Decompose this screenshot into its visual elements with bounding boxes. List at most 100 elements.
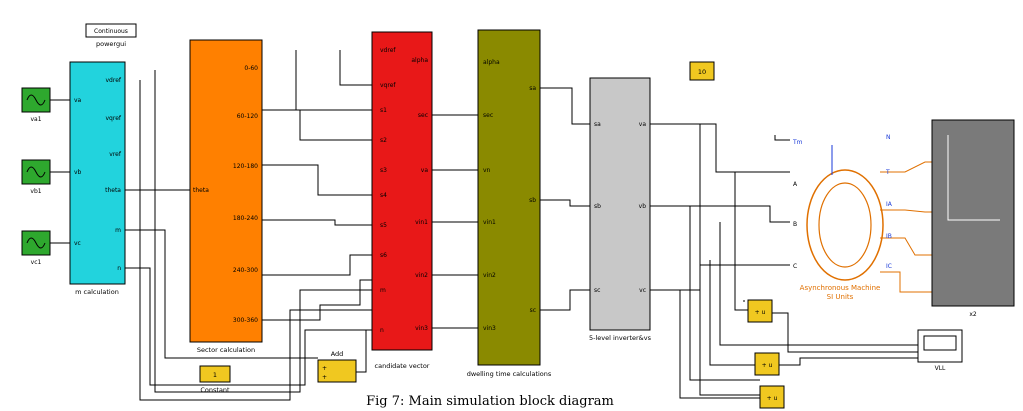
machine-output-wires: [880, 161, 932, 293]
sine-wave-icon: [26, 94, 46, 106]
candidate-vector-block[interactable]: vdref vqref s1 s2 s3 s4 s5 s6 m n alpha …: [371, 31, 433, 370]
port-label: vb: [639, 203, 647, 210]
port-label: IB: [886, 233, 892, 240]
powergui-block[interactable]: Continuous powergui: [85, 23, 137, 48]
text-label: + u: [762, 362, 773, 369]
port-label: sb: [594, 203, 601, 210]
block-label: Sector calculation: [197, 346, 255, 354]
port-label: s3: [380, 167, 387, 174]
port-label: m: [115, 227, 121, 234]
add-label: Add: [331, 350, 344, 358]
port-label: vc: [74, 240, 81, 247]
port-label: m: [380, 287, 386, 294]
port-label: vin3: [415, 325, 428, 332]
main-scope-block[interactable]: x2: [931, 119, 1015, 318]
scope-label: x2: [969, 311, 977, 318]
block-label: m calculation: [75, 288, 119, 296]
port-label: va: [74, 97, 82, 104]
port-label: Tm: [792, 139, 803, 146]
port-label: T: [885, 169, 890, 176]
add-sign: +: [322, 374, 327, 381]
port-label: s4: [380, 192, 387, 199]
port-label: sa: [529, 85, 536, 92]
port-label: vin2: [415, 272, 428, 279]
figure-caption: Fig 7: Main simulation block diagram: [366, 394, 614, 409]
port-label: vc: [639, 287, 646, 294]
source-va1[interactable]: va1: [21, 87, 51, 123]
port-label: sb: [529, 197, 536, 204]
port-label: va: [639, 121, 647, 128]
port-label: B: [793, 221, 797, 228]
port-label: vqref: [380, 82, 396, 89]
port-label: vn: [483, 167, 491, 174]
asynchronous-machine-block[interactable]: Tm A B C N T IA IB IC Asynchronous Machi…: [792, 134, 893, 301]
source-label: vc1: [31, 259, 42, 266]
port-label: 0-60: [244, 65, 258, 72]
constant-label: Constant: [200, 386, 230, 394]
port-label: vb: [74, 169, 82, 176]
block-label: candidate vector: [375, 362, 430, 370]
port-label: s6: [380, 252, 387, 259]
text-label: + u: [767, 395, 778, 402]
port-label: n: [380, 327, 384, 334]
port-label: C: [793, 263, 797, 270]
port-label: alpha: [483, 59, 500, 66]
text-label: + u: [755, 309, 766, 316]
signal-wires: [50, 50, 918, 401]
powergui-box-text: Continuous: [94, 28, 128, 35]
port-label: vdref: [106, 77, 122, 84]
dwelling-time-block[interactable]: alpha sec vn vin1 vin2 vin3 sa sb sc dwe…: [467, 29, 552, 378]
port-label: s2: [380, 137, 387, 144]
port-label: alpha: [411, 57, 428, 64]
sector-calculation-block[interactable]: theta 0-60 60-120 120-180 180-240 240-30…: [189, 39, 263, 354]
constant-1-block[interactable]: 1 Constant: [199, 365, 231, 394]
port-label: vin2: [483, 272, 496, 279]
sum-block[interactable]: + u: [759, 385, 785, 409]
port-label: vref: [109, 151, 122, 158]
port-label: sc: [594, 287, 600, 294]
port-label: 300-360: [233, 317, 258, 324]
port-label: s5: [380, 222, 387, 229]
port-label: theta: [105, 187, 121, 194]
add-block[interactable]: + + Add: [317, 350, 357, 383]
port-label: vin1: [415, 219, 428, 226]
port-label: va: [421, 167, 429, 174]
constant-value: 1: [213, 371, 217, 379]
sum-block[interactable]: + u: [754, 352, 780, 376]
port-label: vdref: [380, 47, 396, 54]
port-label: s1: [380, 107, 387, 114]
inverter-block[interactable]: sa sb sc va vb vc 5-level inverter&vs: [589, 77, 652, 342]
m-calculation-block[interactable]: va vb vc vdref vqref vref theta m n m ca…: [69, 61, 126, 296]
sum-block[interactable]: + u: [747, 299, 773, 323]
port-label: vin3: [483, 325, 496, 332]
powergui-label: powergui: [96, 40, 126, 48]
port-label: sa: [594, 121, 601, 128]
block-label: 5-level inverter&vs: [589, 334, 652, 342]
port-label: vqref: [106, 115, 122, 122]
constant-value: 10: [698, 68, 706, 76]
block-label: dwelling time calculations: [467, 370, 552, 378]
port-label: 180-240: [233, 215, 258, 222]
machine-label: Asynchronous Machine: [800, 284, 881, 292]
source-vb1[interactable]: vb1: [21, 159, 51, 195]
scope-label: VLL: [935, 365, 946, 372]
port-label: 120-180: [233, 163, 258, 170]
machine-label: SI Units: [827, 293, 854, 301]
vll-scope-block[interactable]: VLL: [917, 329, 963, 372]
constant-10-block[interactable]: 10: [689, 61, 715, 81]
port-label: theta: [193, 187, 209, 194]
port-label: A: [793, 181, 798, 188]
source-vc1[interactable]: vc1: [21, 230, 51, 266]
port-label: sec: [418, 112, 428, 119]
port-label: sc: [530, 307, 536, 314]
port-label: 60-120: [237, 113, 258, 120]
port-label: n: [117, 265, 121, 272]
port-label: 240-300: [233, 267, 258, 274]
sine-wave-icon: [26, 166, 46, 178]
source-label: vb1: [30, 188, 41, 195]
source-label: va1: [30, 116, 41, 123]
port-label: sec: [483, 112, 493, 119]
add-sign: +: [322, 365, 327, 372]
port-label: IA: [886, 201, 893, 208]
